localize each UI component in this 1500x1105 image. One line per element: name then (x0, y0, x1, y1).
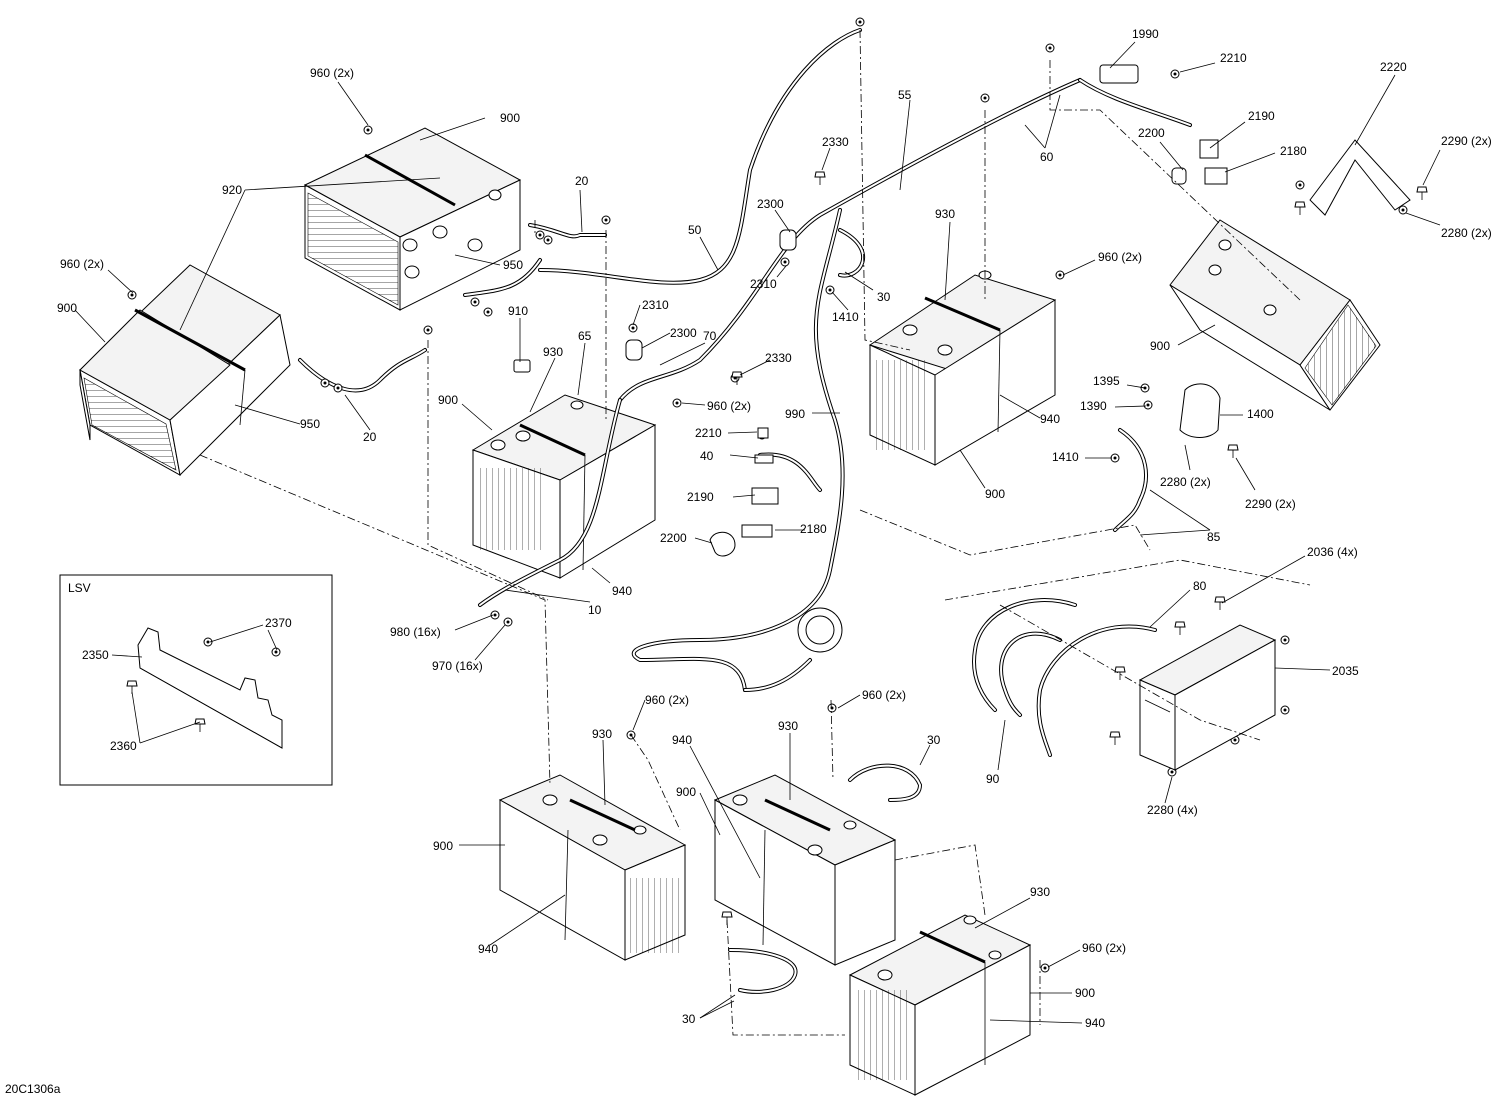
callout-960-2x: 960 (2x) (1098, 250, 1142, 264)
callout-2290-2x: 2290 (2x) (1441, 134, 1492, 148)
callout-2190: 2190 (1248, 109, 1275, 123)
callout-2200: 2200 (1138, 126, 1165, 140)
callout-60: 60 (1040, 150, 1054, 164)
callout-2370: 2370 (265, 616, 292, 630)
callout-960-2x: 960 (2x) (645, 693, 689, 707)
callout-2300: 2300 (670, 326, 697, 340)
callout-960-2x: 960 (2x) (1082, 941, 1126, 955)
callout-910: 910 (508, 304, 528, 318)
callout-1395: 1395 (1093, 374, 1120, 388)
leader-lines (74, 41, 1441, 1024)
callout-2330: 2330 (822, 135, 849, 149)
callout-2036-4x: 2036 (4x) (1307, 545, 1358, 559)
callout-900: 900 (500, 111, 520, 125)
callout-1390: 1390 (1080, 399, 1107, 413)
callout-2210: 2210 (695, 426, 722, 440)
callout-70: 70 (703, 329, 717, 343)
callout-930: 930 (778, 719, 798, 733)
hardware (127, 17, 1428, 973)
callout-20: 20 (575, 174, 589, 188)
callout-920: 920 (222, 183, 242, 197)
callout-2280-2x: 2280 (2x) (1160, 475, 1211, 489)
callout-2280-2x: 2280 (2x) (1441, 226, 1492, 240)
callout-30: 30 (877, 290, 891, 304)
callout-960-2x: 960 (2x) (60, 257, 104, 271)
callout-2180: 2180 (800, 522, 827, 536)
callout-940: 940 (612, 584, 632, 598)
callout-900: 900 (1075, 986, 1095, 1000)
battery-900-top-center (303, 127, 522, 311)
callout-980-16x: 980 (16x) (390, 625, 441, 639)
callout-960-2x: 960 (2x) (707, 399, 751, 413)
callout-940: 940 (1085, 1016, 1105, 1030)
callout-940: 940 (672, 733, 692, 747)
callout-30: 30 (927, 733, 941, 747)
battery-900-bottom-left (498, 774, 687, 961)
callout-80: 80 (1193, 579, 1207, 593)
callout-1990: 1990 (1132, 27, 1159, 41)
callout-960-2x: 960 (2x) (310, 66, 354, 80)
callout-900: 900 (676, 785, 696, 799)
alignment-lines (199, 29, 1311, 1036)
callout-2360: 2360 (110, 739, 137, 753)
box-2035 (1138, 624, 1277, 771)
battery-900-far-right (1169, 219, 1381, 411)
callout-40: 40 (700, 449, 714, 463)
battery-900-bottom-center (713, 774, 897, 966)
callout-950: 950 (503, 258, 523, 272)
callout-50: 50 (688, 223, 702, 237)
figure-code: 20C1306a (5, 1082, 61, 1096)
callout-2300: 2300 (757, 197, 784, 211)
lsv-inset: LSV (59, 574, 333, 786)
callout-2280-4x: 2280 (4x) (1147, 803, 1198, 817)
battery-900-top-left (79, 264, 291, 477)
callout-2310: 2310 (642, 298, 669, 312)
callout-85: 85 (1207, 530, 1221, 544)
callout-930: 930 (592, 727, 612, 741)
battery-900-center (471, 394, 657, 579)
callout-970-16x: 970 (16x) (432, 659, 483, 673)
callout-930: 930 (1030, 885, 1050, 899)
callout-930: 930 (935, 207, 955, 221)
callout-900: 900 (438, 393, 458, 407)
callout-990: 990 (785, 407, 805, 421)
callout-2190: 2190 (687, 490, 714, 504)
callout-960-2x: 960 (2x) (862, 688, 906, 702)
callout-2290-2x: 2290 (2x) (1245, 497, 1296, 511)
callout-2200: 2200 (660, 531, 687, 545)
callout-55: 55 (898, 88, 912, 102)
callout-2035: 2035 (1332, 664, 1359, 678)
callout-2330: 2330 (765, 351, 792, 365)
callout-90: 90 (986, 772, 1000, 786)
callout-900: 900 (985, 487, 1005, 501)
callout-900: 900 (1150, 339, 1170, 353)
bracket-2220 (1309, 139, 1411, 216)
callout-940: 940 (1040, 412, 1060, 426)
callout-900: 900 (433, 839, 453, 853)
callout-1410: 1410 (832, 310, 859, 324)
battery-900-bottom-right (848, 914, 1032, 1096)
inset-title: LSV (68, 581, 91, 595)
callout-2350: 2350 (82, 648, 109, 662)
callout-65: 65 (578, 329, 592, 343)
callout-1400: 1400 (1247, 407, 1274, 421)
callout-2210: 2210 (1220, 51, 1247, 65)
callout-930: 930 (543, 345, 563, 359)
callout-940: 940 (478, 942, 498, 956)
callout-1410: 1410 (1052, 450, 1079, 464)
callout-2180: 2180 (1280, 144, 1307, 158)
callout-2220: 2220 (1380, 60, 1407, 74)
callout-10: 10 (588, 603, 602, 617)
callout-30: 30 (682, 1012, 696, 1026)
callout-labels: 960 (2x) 900 920 20 960 (2x) 900 950 50 … (57, 27, 1492, 1030)
callout-20: 20 (363, 430, 377, 444)
callout-2310: 2310 (750, 277, 777, 291)
battery-900-right-center (868, 270, 1057, 466)
callout-950: 950 (300, 417, 320, 431)
callout-900: 900 (57, 301, 77, 315)
